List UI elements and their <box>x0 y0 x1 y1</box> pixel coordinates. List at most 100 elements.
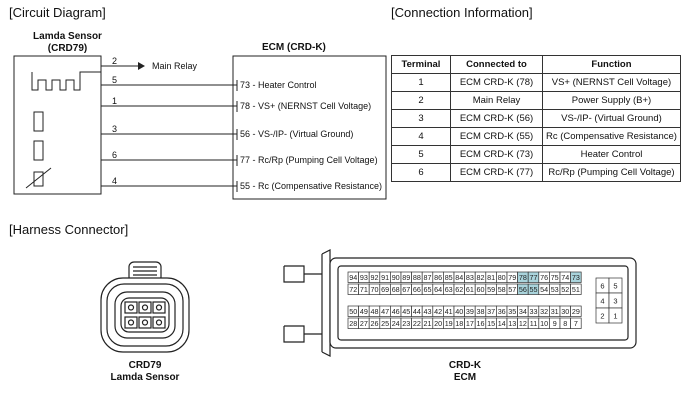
ecm-pin-number: 17 <box>466 319 474 328</box>
ecm-pin-number: 86 <box>434 273 442 282</box>
header-connected-to: Connected to <box>450 55 543 74</box>
ecm-pin-number: 84 <box>455 273 463 282</box>
ecm-pin-number: 91 <box>381 273 389 282</box>
ecm-pin-label: 73 - Heater Control <box>240 80 317 90</box>
ecm-pin-label: 55 - Rc (Compensative Resistance) <box>240 181 383 191</box>
ecm-title: ECM (CRD-K) <box>262 42 326 53</box>
main-relay-label: Main Relay <box>152 61 198 71</box>
ecm-pin-number: 7 <box>574 319 578 328</box>
ecm-pin-number: 48 <box>371 307 379 316</box>
main-relay-arrow-icon <box>138 62 145 70</box>
cell-function: VS+ (NERNST Cell Voltage) <box>542 73 681 92</box>
cell-connected-to: ECM CRD-K (73) <box>450 145 543 164</box>
cell-function: Rc/Rp (Pumping Cell Voltage) <box>542 163 681 182</box>
sensor-pin-label: 1 <box>112 96 118 106</box>
table-row: 5 ECM CRD-K (73) Heater Control <box>391 145 681 164</box>
table-row: 4 ECM CRD-K (55) Rc (Compensative Resist… <box>391 127 681 146</box>
circuit-wiring <box>13 55 387 200</box>
cell-terminal: 3 <box>391 109 451 128</box>
ecm-pin-number: 34 <box>519 307 527 316</box>
ecm-pin-number: 47 <box>381 307 389 316</box>
ecm-pin-number: 46 <box>392 307 400 316</box>
cell-function: Power Supply (B+) <box>542 91 681 110</box>
ecm-pin-number: 70 <box>371 285 379 294</box>
ecm-pin-cell <box>570 317 582 329</box>
ecm-side-pin-number: 5 <box>613 282 617 291</box>
cell-terminal: 2 <box>391 91 451 110</box>
sensor-pin-label: 4 <box>112 176 118 186</box>
ecm-side-pin-number: 3 <box>613 297 617 306</box>
ecm-pin-number: 87 <box>424 273 432 282</box>
table-row: 2 Main Relay Power Supply (B+) <box>391 91 681 110</box>
ecm-pin-number: 65 <box>424 285 432 294</box>
ecm-pin-number: 29 <box>572 307 580 316</box>
ecm-pin-number: 20 <box>434 319 442 328</box>
ecm-pin-number: 41 <box>445 307 453 316</box>
ecm-pin-label: 78 - VS+ (NERNST Cell Voltage) <box>240 101 372 111</box>
cell-connected-to: Main Relay <box>450 91 543 110</box>
ecm-pin-number: 42 <box>434 307 442 316</box>
connection-table: Terminal Connected to Function 1 ECM CRD… <box>391 55 681 182</box>
crd79-code: CRD79 <box>128 360 162 371</box>
ecm-pin-number: 58 <box>498 285 506 294</box>
cell-function: Heater Control <box>542 145 681 164</box>
ecm-pin-number: 43 <box>424 307 432 316</box>
cell-function: Rc (Compensative Resistance) <box>542 127 681 146</box>
ecm-pin-number: 80 <box>498 273 506 282</box>
sensor-pin-label: 6 <box>112 150 118 160</box>
ecm-pin-number: 15 <box>487 319 495 328</box>
ecm-pin-number: 37 <box>487 307 495 316</box>
ecm-pin-number: 89 <box>402 273 410 282</box>
cell-2 <box>33 140 44 161</box>
ecm-pin-number: 66 <box>413 285 421 294</box>
ecm-pin-number: 18 <box>455 319 463 328</box>
ecm-side-pin-number: 4 <box>600 297 604 306</box>
harness-connector-title: [Harness Connector] <box>9 222 129 237</box>
ecm-pin-number: 93 <box>360 273 368 282</box>
ecm-pin-label: 56 - VS-/IP- (Virtual Ground) <box>240 129 354 139</box>
cell-connected-to: ECM CRD-K (55) <box>450 127 543 146</box>
table-row: 6 ECM CRD-K (77) Rc/Rp (Pumping Cell Vol… <box>391 163 681 182</box>
sensor-title: Lamda Sensor (CRD79) <box>10 31 125 55</box>
heater-element <box>31 71 101 91</box>
ecm-pin-cell <box>570 305 582 317</box>
circuit-diagram-title: [Circuit Diagram] <box>9 5 106 20</box>
ecm-pin-label: 77 - Rc/Rp (Pumping Cell Voltage) <box>240 155 378 165</box>
ecm-pin-cell <box>570 283 582 295</box>
cell-connected-to: ECM CRD-K (77) <box>450 163 543 182</box>
ecm-pin-number: 54 <box>540 285 548 294</box>
ecm-pin-number: 51 <box>572 285 580 294</box>
ecm-pin-number: 90 <box>392 273 400 282</box>
ecm-pin-number: 74 <box>561 273 569 282</box>
sensor-pin-label: 3 <box>112 124 118 134</box>
ecm-pin-number: 28 <box>349 319 357 328</box>
ecm-pin-number: 76 <box>540 273 548 282</box>
ecm-side-pin-cell <box>608 307 623 324</box>
ecm-pin-number: 79 <box>508 273 516 282</box>
crd79-connector-icon <box>100 261 190 353</box>
cell-terminal: 1 <box>391 73 451 92</box>
variable-resistor-arrow <box>25 167 52 189</box>
ecm-side-pin-number: 6 <box>600 282 604 291</box>
crd79-caption: CRD79 Lamda Sensor <box>95 360 195 384</box>
ecm-pin-number: 81 <box>487 273 495 282</box>
ecm-pin-number: 32 <box>540 307 548 316</box>
ecm-pin-number: 83 <box>466 273 474 282</box>
ecm-pin-number: 49 <box>360 307 368 316</box>
ecm-pin-number: 19 <box>445 319 453 328</box>
ecm-pin-number: 26 <box>371 319 379 328</box>
ecm-pin-number: 13 <box>508 319 516 328</box>
sensor-box <box>13 55 102 195</box>
ecm-pin-number: 21 <box>424 319 432 328</box>
ecm-box <box>232 55 387 200</box>
ecm-pin-number: 22 <box>413 319 421 328</box>
sensor-code: (CRD79) <box>47 43 88 54</box>
ecm-pin-number: 62 <box>455 285 463 294</box>
ecm-pin-number: 57 <box>508 285 516 294</box>
cell-1 <box>33 111 44 132</box>
ecm-pin-number: 23 <box>402 319 410 328</box>
ecm-pin-number: 24 <box>392 319 400 328</box>
ecm-pin-number: 73 <box>572 273 580 282</box>
header-terminal: Terminal <box>391 55 451 74</box>
ecm-pin-number: 40 <box>455 307 463 316</box>
